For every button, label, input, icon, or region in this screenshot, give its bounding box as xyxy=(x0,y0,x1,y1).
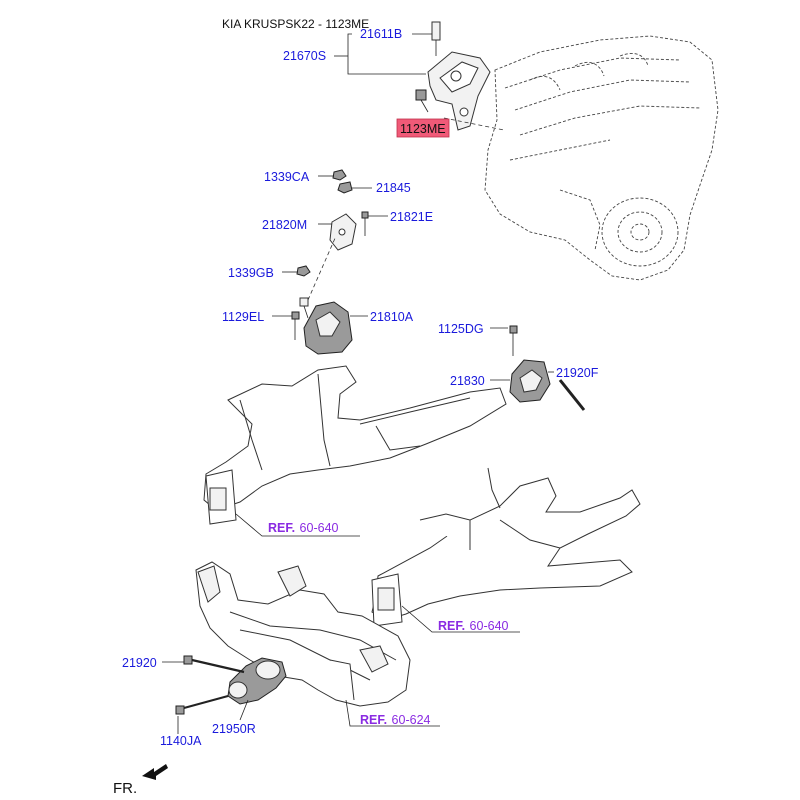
label-21821E[interactable]: 21821E xyxy=(390,210,433,224)
ref-prefix: REF. xyxy=(360,713,387,727)
front-direction-label: FR. xyxy=(113,780,137,797)
subframe-crossmember-drawing xyxy=(195,561,411,707)
label-1140JA[interactable]: 1140JA xyxy=(160,734,202,748)
label-21830[interactable]: 21830 xyxy=(450,374,485,388)
label-21810A[interactable]: 21810A xyxy=(370,310,414,324)
ref-number: 60-640 xyxy=(300,521,339,535)
ref-link-60-640-a[interactable]: REF. 60-640 xyxy=(268,519,339,536)
ref-prefix: REF. xyxy=(268,521,295,535)
left-side-member-drawing xyxy=(203,365,507,525)
ref-number: 60-624 xyxy=(392,713,431,727)
label-21950R[interactable]: 21950R xyxy=(212,722,256,736)
label-1339GB[interactable]: 1339GB xyxy=(228,266,274,280)
label-21920F[interactable]: 21920F xyxy=(556,366,599,380)
label-1123ME[interactable]: 1123ME xyxy=(400,122,446,136)
engine-block-drawing xyxy=(484,35,719,281)
label-1125DG[interactable]: 1125DG xyxy=(438,322,484,336)
mount-21810A-drawing xyxy=(291,169,369,355)
bracket-21670S-drawing xyxy=(415,21,491,131)
ref-link-60-640-b[interactable]: REF. 60-640 xyxy=(438,617,509,634)
ref-number: 60-640 xyxy=(470,619,509,633)
svg-text:REF. 60-624: REF. 60-624 xyxy=(360,711,431,728)
ref-prefix: REF. xyxy=(438,619,465,633)
diagram-title: KIA KRUSPSK22 - 1123ME xyxy=(222,17,369,31)
svg-text:REF. 60-640: REF. 60-640 xyxy=(268,519,339,536)
svg-text:REF. 60-640: REF. 60-640 xyxy=(438,617,509,634)
label-21920[interactable]: 21920 xyxy=(122,656,157,670)
ref-link-60-624[interactable]: REF. 60-624 xyxy=(360,711,431,728)
label-1129EL[interactable]: 1129EL xyxy=(222,310,264,324)
label-21820M[interactable]: 21820M xyxy=(262,218,307,232)
front-arrow-icon xyxy=(142,764,168,780)
mount-21830-drawing xyxy=(509,325,586,411)
leader-lines xyxy=(162,33,554,734)
label-21670S[interactable]: 21670S xyxy=(283,49,326,63)
label-1339CA[interactable]: 1339CA xyxy=(264,170,310,184)
right-side-member-drawing xyxy=(371,467,641,627)
label-21611B[interactable]: 21611B xyxy=(360,27,402,41)
roll-stopper-21950R-drawing xyxy=(175,655,287,715)
label-21845[interactable]: 21845 xyxy=(376,181,411,195)
label-1123ME-highlight xyxy=(396,118,450,138)
